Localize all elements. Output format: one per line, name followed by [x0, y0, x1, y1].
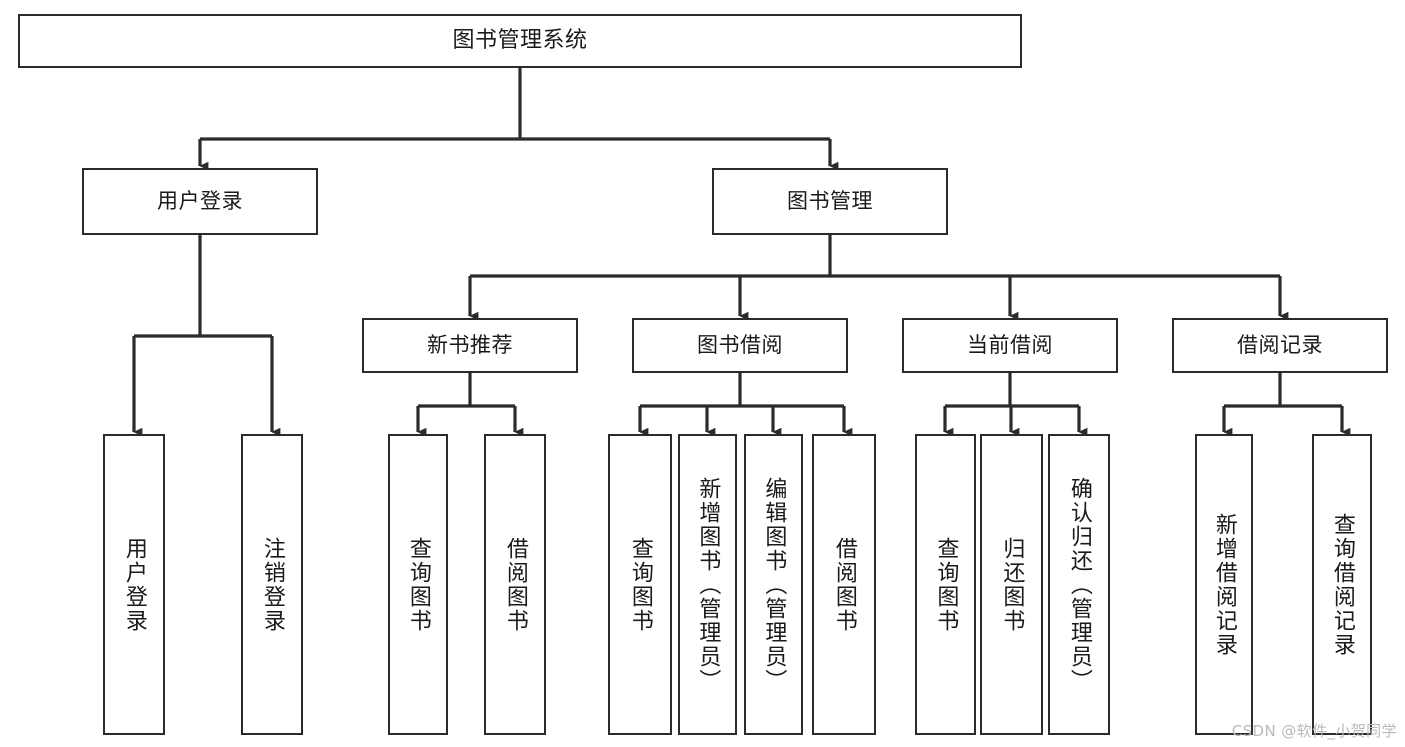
node-leaf-query-book-2[interactable]: 查询图书: [608, 434, 672, 735]
node-leaf-logout-label: 注销登录: [259, 536, 285, 633]
node-leaf-edit-book[interactable]: 编辑图书（管理员）: [744, 434, 803, 735]
node-leaf-return-book[interactable]: 归还图书: [980, 434, 1043, 735]
node-leaf-confirm-return-label: 确认归还（管理员）: [1066, 476, 1092, 693]
node-leaf-query-record-label: 查询借阅记录: [1329, 512, 1355, 657]
node-leaf-query-book-3-label: 查询图书: [933, 536, 959, 633]
node-book-borrow[interactable]: 图书借阅: [632, 318, 848, 373]
node-leaf-confirm-return[interactable]: 确认归还（管理员）: [1048, 434, 1110, 735]
node-root-label: 图书管理系统: [452, 28, 588, 54]
node-book-manage[interactable]: 图书管理: [712, 168, 948, 235]
node-leaf-add-book[interactable]: 新增图书（管理员）: [678, 434, 737, 735]
node-user-login[interactable]: 用户登录: [82, 168, 318, 235]
node-root[interactable]: 图书管理系统: [18, 14, 1022, 68]
node-current-borrow-label: 当前借阅: [967, 333, 1053, 358]
node-leaf-borrow-book-2[interactable]: 借阅图书: [812, 434, 876, 735]
node-borrow-record-label: 借阅记录: [1237, 333, 1323, 358]
node-book-manage-label: 图书管理: [787, 189, 873, 214]
node-borrow-record[interactable]: 借阅记录: [1172, 318, 1388, 373]
node-user-login-label: 用户登录: [157, 189, 243, 214]
node-book-borrow-label: 图书借阅: [697, 333, 783, 358]
node-new-book-recommend-label: 新书推荐: [427, 333, 513, 358]
node-leaf-query-book-2-label: 查询图书: [627, 536, 653, 633]
node-leaf-return-book-label: 归还图书: [999, 536, 1025, 633]
node-leaf-user-login-label: 用户登录: [121, 536, 147, 633]
node-leaf-add-record-label: 新增借阅记录: [1211, 512, 1237, 657]
node-leaf-borrow-book-2-label: 借阅图书: [831, 536, 857, 633]
node-leaf-add-record[interactable]: 新增借阅记录: [1195, 434, 1253, 735]
node-leaf-logout[interactable]: 注销登录: [241, 434, 303, 735]
node-leaf-query-book-1-label: 查询图书: [405, 536, 431, 633]
node-leaf-edit-book-label: 编辑图书（管理员）: [761, 476, 787, 693]
node-leaf-borrow-book-1-label: 借阅图书: [502, 536, 528, 633]
node-leaf-borrow-book-1[interactable]: 借阅图书: [484, 434, 546, 735]
node-new-book-recommend[interactable]: 新书推荐: [362, 318, 578, 373]
node-leaf-query-book-1[interactable]: 查询图书: [388, 434, 448, 735]
node-leaf-user-login[interactable]: 用户登录: [103, 434, 165, 735]
node-leaf-query-record[interactable]: 查询借阅记录: [1312, 434, 1372, 735]
node-current-borrow[interactable]: 当前借阅: [902, 318, 1118, 373]
node-leaf-add-book-label: 新增图书（管理员）: [695, 476, 721, 693]
node-leaf-query-book-3[interactable]: 查询图书: [915, 434, 976, 735]
